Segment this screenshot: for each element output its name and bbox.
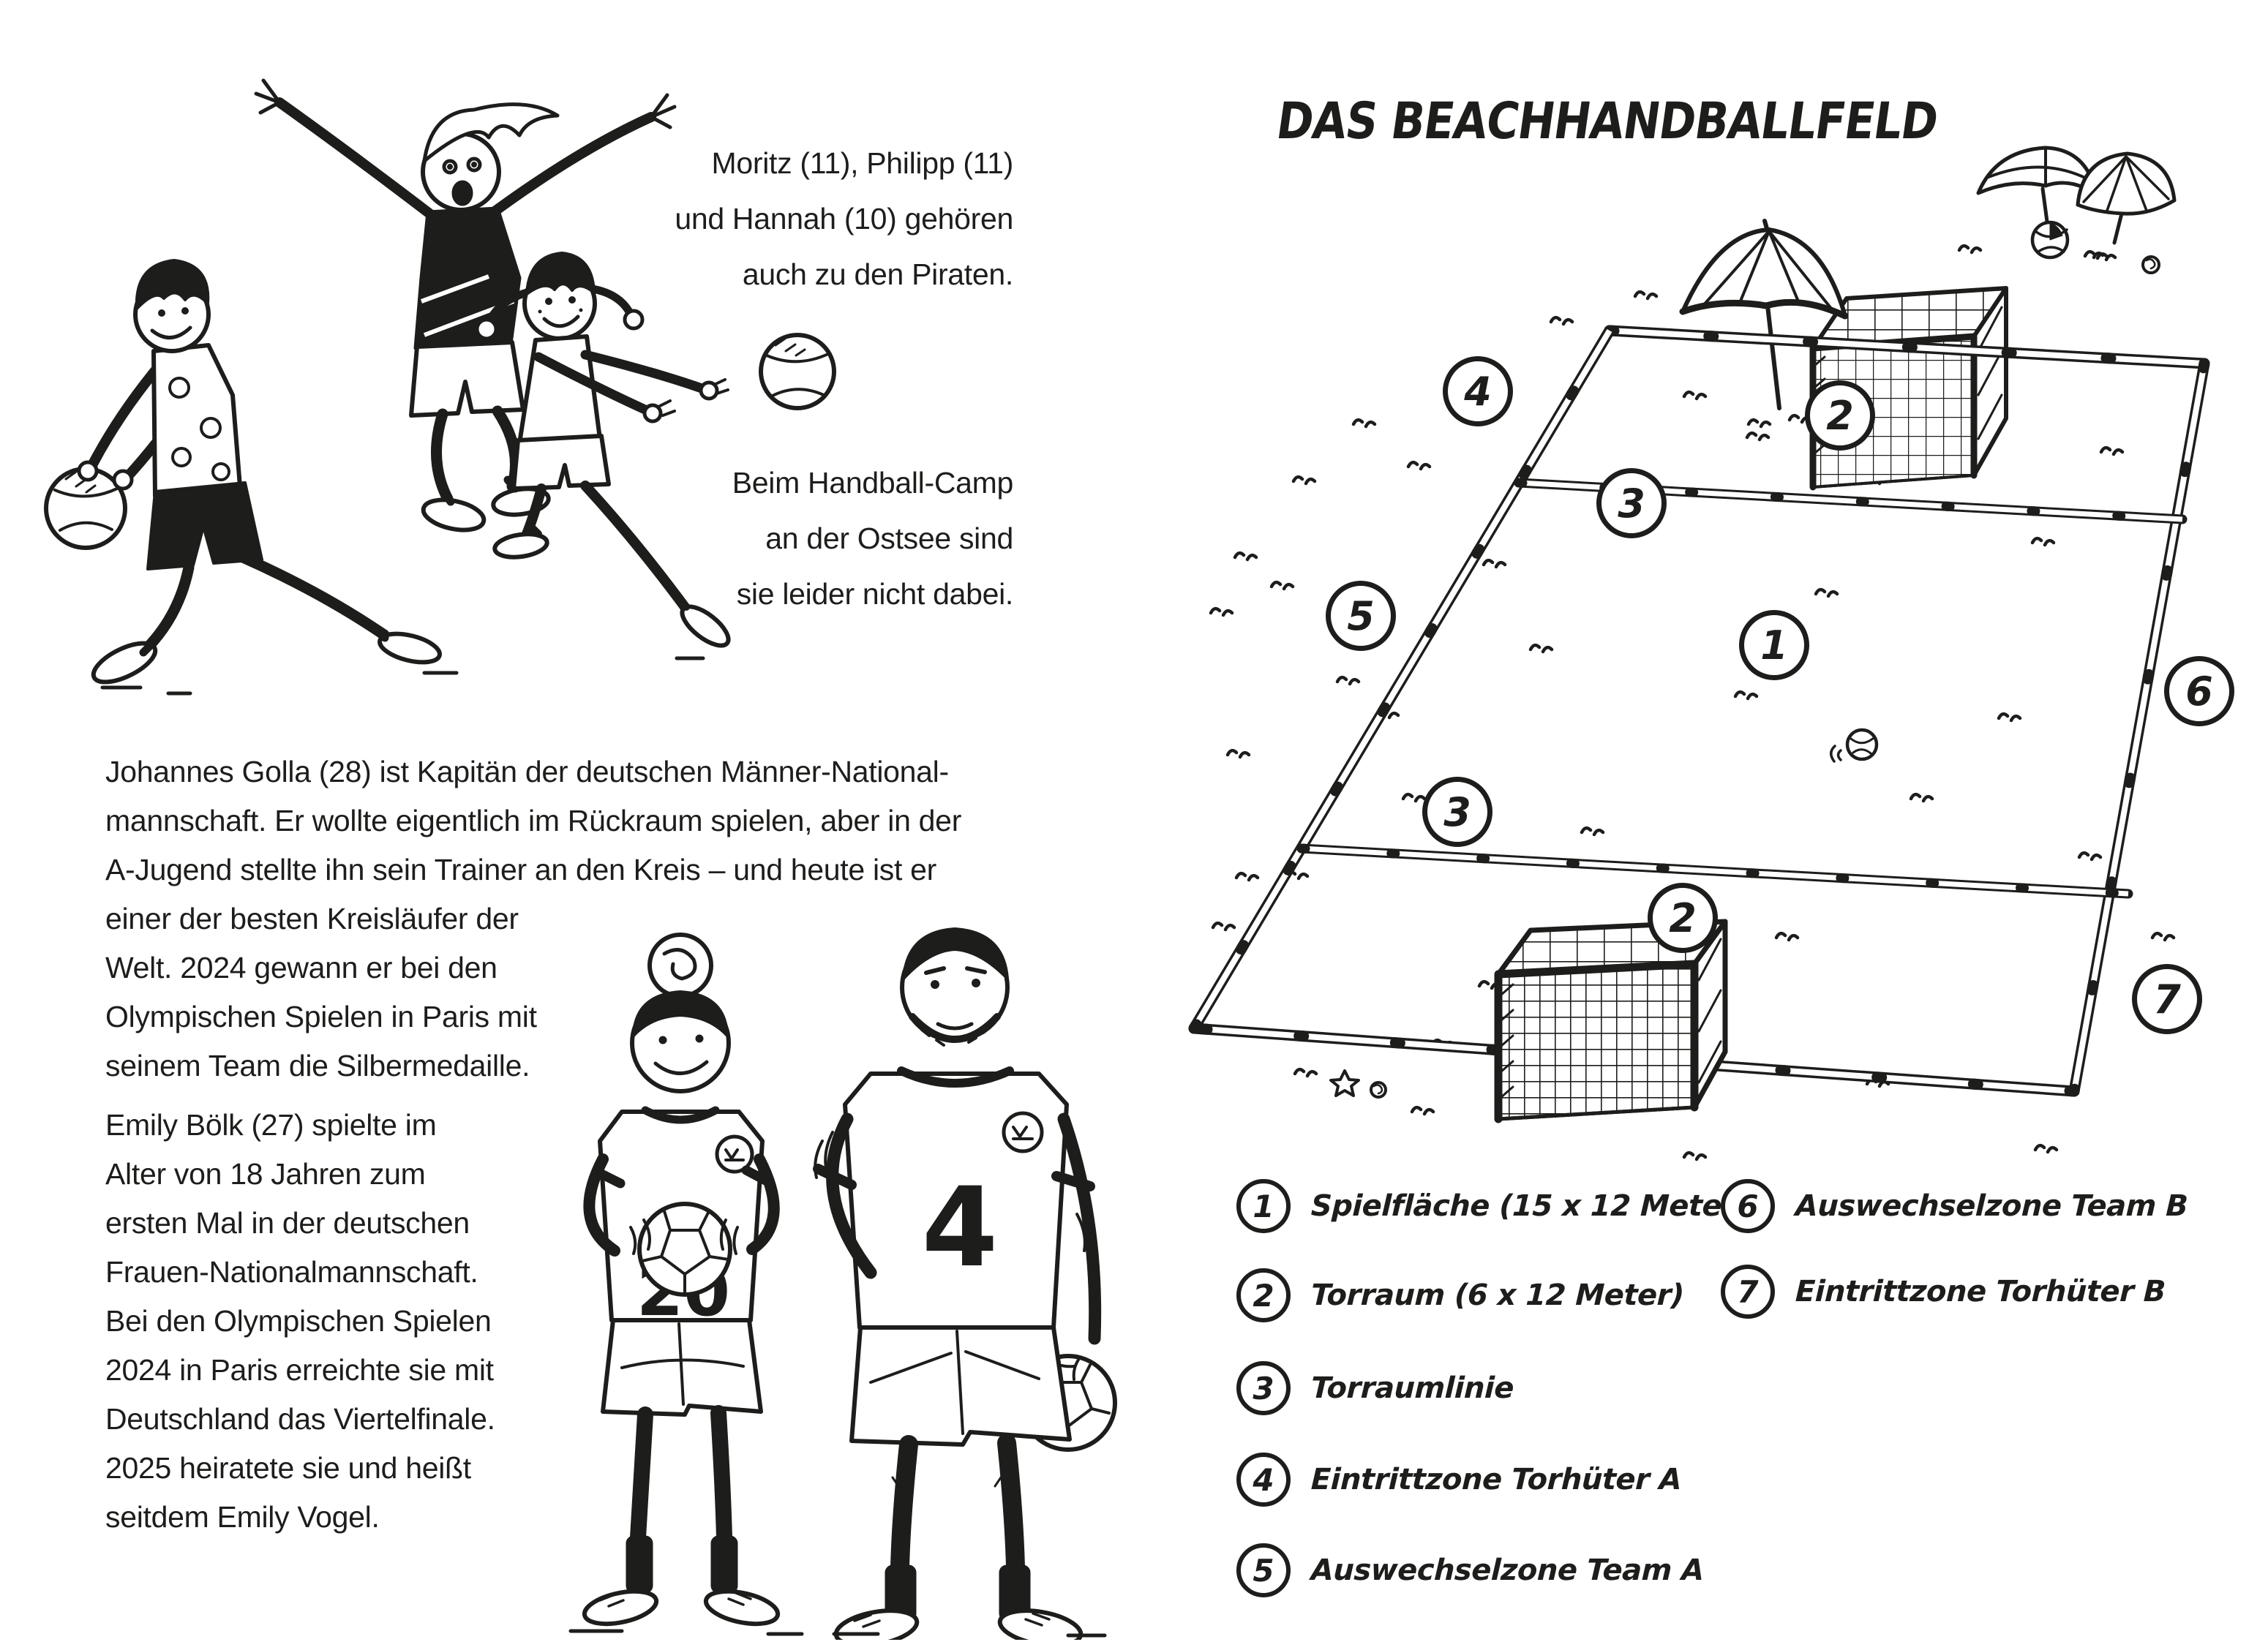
legend-label-2: Torraum (6 x 12 Meter) — [1310, 1278, 1685, 1312]
legend-number-7: 7 — [1721, 1265, 1775, 1319]
emily-boelk-figure: 20 — [582, 933, 781, 1627]
legend-row-1: 1 Spielfläche (15 x 12 Meter) — [1236, 1179, 1749, 1233]
jumping-boy-figure — [254, 78, 677, 532]
legend-row-2: 2 Torraum (6 x 12 Meter) — [1236, 1268, 1684, 1322]
dhb-crest-icon — [715, 1134, 754, 1174]
legend-row-4: 4 Eintrittzone Torhüter A — [1236, 1453, 1683, 1507]
running-boy-figure — [44, 259, 442, 685]
legend-label-5: Auswechselzone Team A — [1310, 1554, 1705, 1587]
field-marker-1: 1 — [1739, 610, 1809, 680]
starfish-icon — [1329, 1069, 1360, 1097]
shell-icon — [2141, 255, 2160, 274]
legend-label-6: Auswechselzone Team B — [1795, 1189, 2189, 1223]
legend-number-6: 6 — [1721, 1179, 1775, 1233]
handball-icon — [759, 333, 836, 410]
dhb-crest-icon — [1002, 1111, 1044, 1153]
field-marker-4: 4 — [1443, 356, 1513, 426]
handball-icon — [1830, 728, 1879, 763]
goal-far — [1809, 286, 2008, 491]
legend-row-3: 3 Torraumlinie — [1236, 1361, 1514, 1415]
legend-label-4: Eintrittzone Torhüter A — [1310, 1463, 1683, 1496]
running-girl-figure — [475, 252, 731, 648]
caption-camp: Beim Handball-Camp an der Ostsee sind si… — [732, 466, 1014, 611]
players-illustration: 20 4 — [568, 927, 1117, 1640]
legend-number-1: 1 — [1236, 1179, 1291, 1233]
field-marker-2-bottom: 2 — [1648, 883, 1718, 953]
field-marker-3-top: 3 — [1596, 468, 1667, 538]
legend-label-3: Torraumlinie — [1310, 1371, 1514, 1405]
field-boundary — [1188, 325, 2210, 1097]
kids-illustration — [44, 78, 836, 696]
field-marker-7: 7 — [2132, 964, 2202, 1034]
field-marker-6: 6 — [2164, 656, 2234, 726]
paragraph-johannes-golla: Johannes Golla (28) ist Kapitän der deut… — [105, 755, 962, 1082]
legend-row-5: 5 Auswechselzone Team A — [1236, 1543, 1705, 1597]
goal-near — [1494, 919, 1728, 1123]
johannes-golla-figure: 4 — [813, 927, 1117, 1640]
legend-number-4: 4 — [1236, 1453, 1291, 1507]
legend-number-5: 5 — [1236, 1543, 1291, 1597]
beach-umbrella-icon — [2076, 151, 2177, 258]
beachhandball-field-diagram — [1188, 146, 2210, 1170]
field-marker-2-top: 2 — [1805, 380, 1875, 451]
field-marker-5: 5 — [1326, 581, 1396, 651]
legend-label-7: Eintrittzone Torhüter B — [1795, 1275, 2166, 1308]
man-jersey-number: 4 — [922, 1164, 998, 1292]
legend-number-2: 2 — [1236, 1268, 1291, 1322]
beach-umbrella-icon — [1679, 219, 1849, 426]
caption-kids: Moritz (11), Philipp (11) und Hannah (10… — [675, 146, 1013, 291]
beach-umbrella-icon — [1976, 146, 2099, 235]
beach-ball-icon — [2030, 220, 2070, 260]
legend-row-6: 6 Auswechselzone Team B — [1721, 1179, 2188, 1233]
shell-icon — [1370, 1081, 1387, 1099]
legend-number-3: 3 — [1236, 1361, 1291, 1415]
legend-row-7: 7 Eintrittzone Torhüter B — [1721, 1265, 2166, 1319]
paragraph-emily-boelk: Emily Bölk (27) spielte im Alter von 18 … — [105, 1108, 495, 1534]
legend-label-1: Spielfläche (15 x 12 Meter) — [1310, 1189, 1750, 1223]
field-marker-3-bottom: 3 — [1422, 777, 1492, 847]
